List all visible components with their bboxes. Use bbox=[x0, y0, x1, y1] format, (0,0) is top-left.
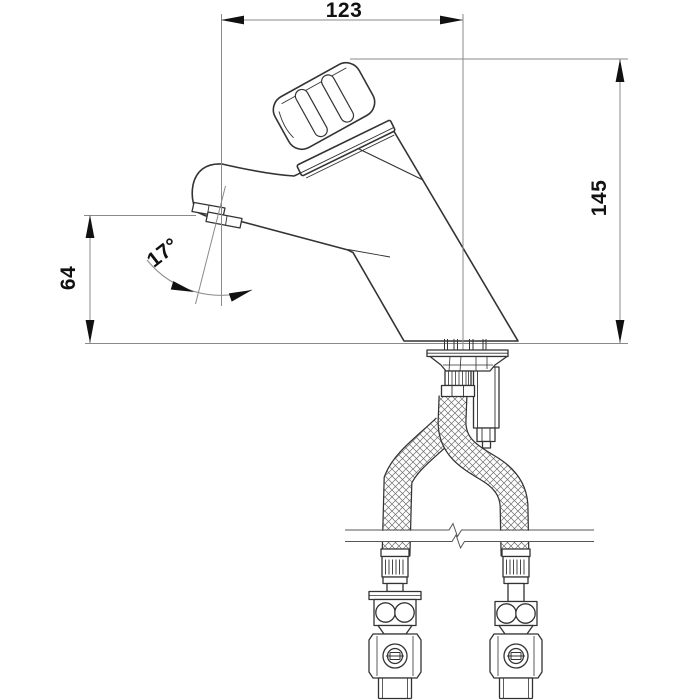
fixing-stud bbox=[472, 366, 500, 449]
spout-junction-line bbox=[347, 249, 391, 258]
arrow-up bbox=[615, 59, 625, 82]
arrow-right bbox=[440, 15, 463, 25]
mounting-flange bbox=[426, 349, 509, 358]
supply-hose-right bbox=[437, 395, 530, 557]
faucet-body bbox=[191, 123, 519, 342]
break-line-upper bbox=[345, 522, 594, 538]
break-lines bbox=[342, 522, 598, 550]
dimension-spout-height: 64 bbox=[57, 215, 95, 343]
body-shoulder-line bbox=[356, 147, 424, 181]
dimension-width: 123 bbox=[221, 0, 463, 25]
dim-angle-label: 17° bbox=[143, 234, 183, 273]
faucet-head bbox=[191, 61, 519, 342]
valve-screw-detail bbox=[503, 643, 529, 669]
shank-ticks bbox=[444, 339, 487, 350]
arrow-down bbox=[85, 320, 95, 343]
supply-hoses bbox=[381, 395, 530, 557]
dim-width-label: 123 bbox=[326, 0, 363, 22]
mounting-assembly bbox=[426, 339, 509, 449]
faucet-knob bbox=[272, 61, 376, 151]
arc-arrow-right bbox=[228, 285, 254, 302]
faucet-collar bbox=[296, 119, 396, 179]
spout-axis-line bbox=[195, 185, 226, 305]
arrow-up bbox=[85, 215, 95, 238]
mounting-bracket bbox=[429, 355, 508, 372]
reference-lines bbox=[84, 14, 628, 351]
arc-arrow-left bbox=[170, 281, 196, 297]
threaded-shank bbox=[444, 370, 472, 387]
arrow-down bbox=[615, 320, 625, 343]
dim-height-label: 145 bbox=[588, 180, 611, 217]
hose-connector-left bbox=[368, 548, 422, 700]
valve-screw-detail bbox=[382, 643, 408, 669]
arrow-left bbox=[221, 15, 244, 25]
break-line-lower bbox=[345, 533, 594, 550]
shank-nut bbox=[440, 384, 476, 398]
hose-connector-right bbox=[489, 548, 543, 700]
dimension-height: 145 bbox=[588, 59, 625, 343]
dim-spout-height-label: 64 bbox=[57, 266, 80, 290]
angle-annotation: 17° bbox=[143, 234, 254, 302]
aerator bbox=[191, 201, 243, 229]
